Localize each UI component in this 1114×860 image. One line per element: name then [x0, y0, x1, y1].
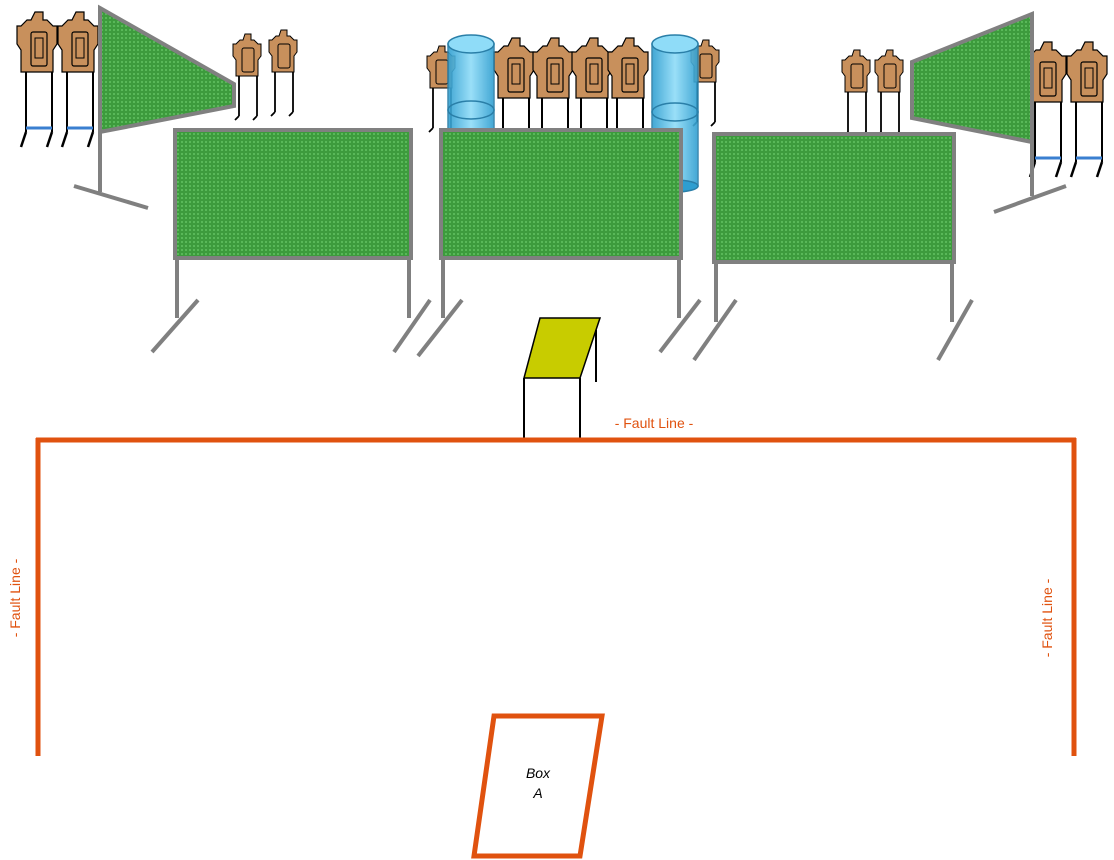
barrier-wall-center	[416, 128, 702, 358]
barrier-wall-right	[692, 132, 974, 362]
fault-line-label-left: - Fault Line -	[7, 558, 23, 637]
box-label-line1: Box	[526, 765, 551, 781]
fault-line-boundary	[35, 437, 1077, 756]
barrier-wall-left	[150, 128, 432, 354]
shooting-box-a: Box A	[471, 713, 605, 859]
barrier-angled-left	[73, 4, 236, 210]
fault-line-label-top: - Fault Line -	[615, 415, 694, 431]
barrier-angled-right	[910, 11, 1067, 214]
table	[523, 317, 602, 440]
box-label-line2: A	[532, 785, 542, 801]
fault-line-label-right: - Fault Line -	[1039, 578, 1055, 657]
